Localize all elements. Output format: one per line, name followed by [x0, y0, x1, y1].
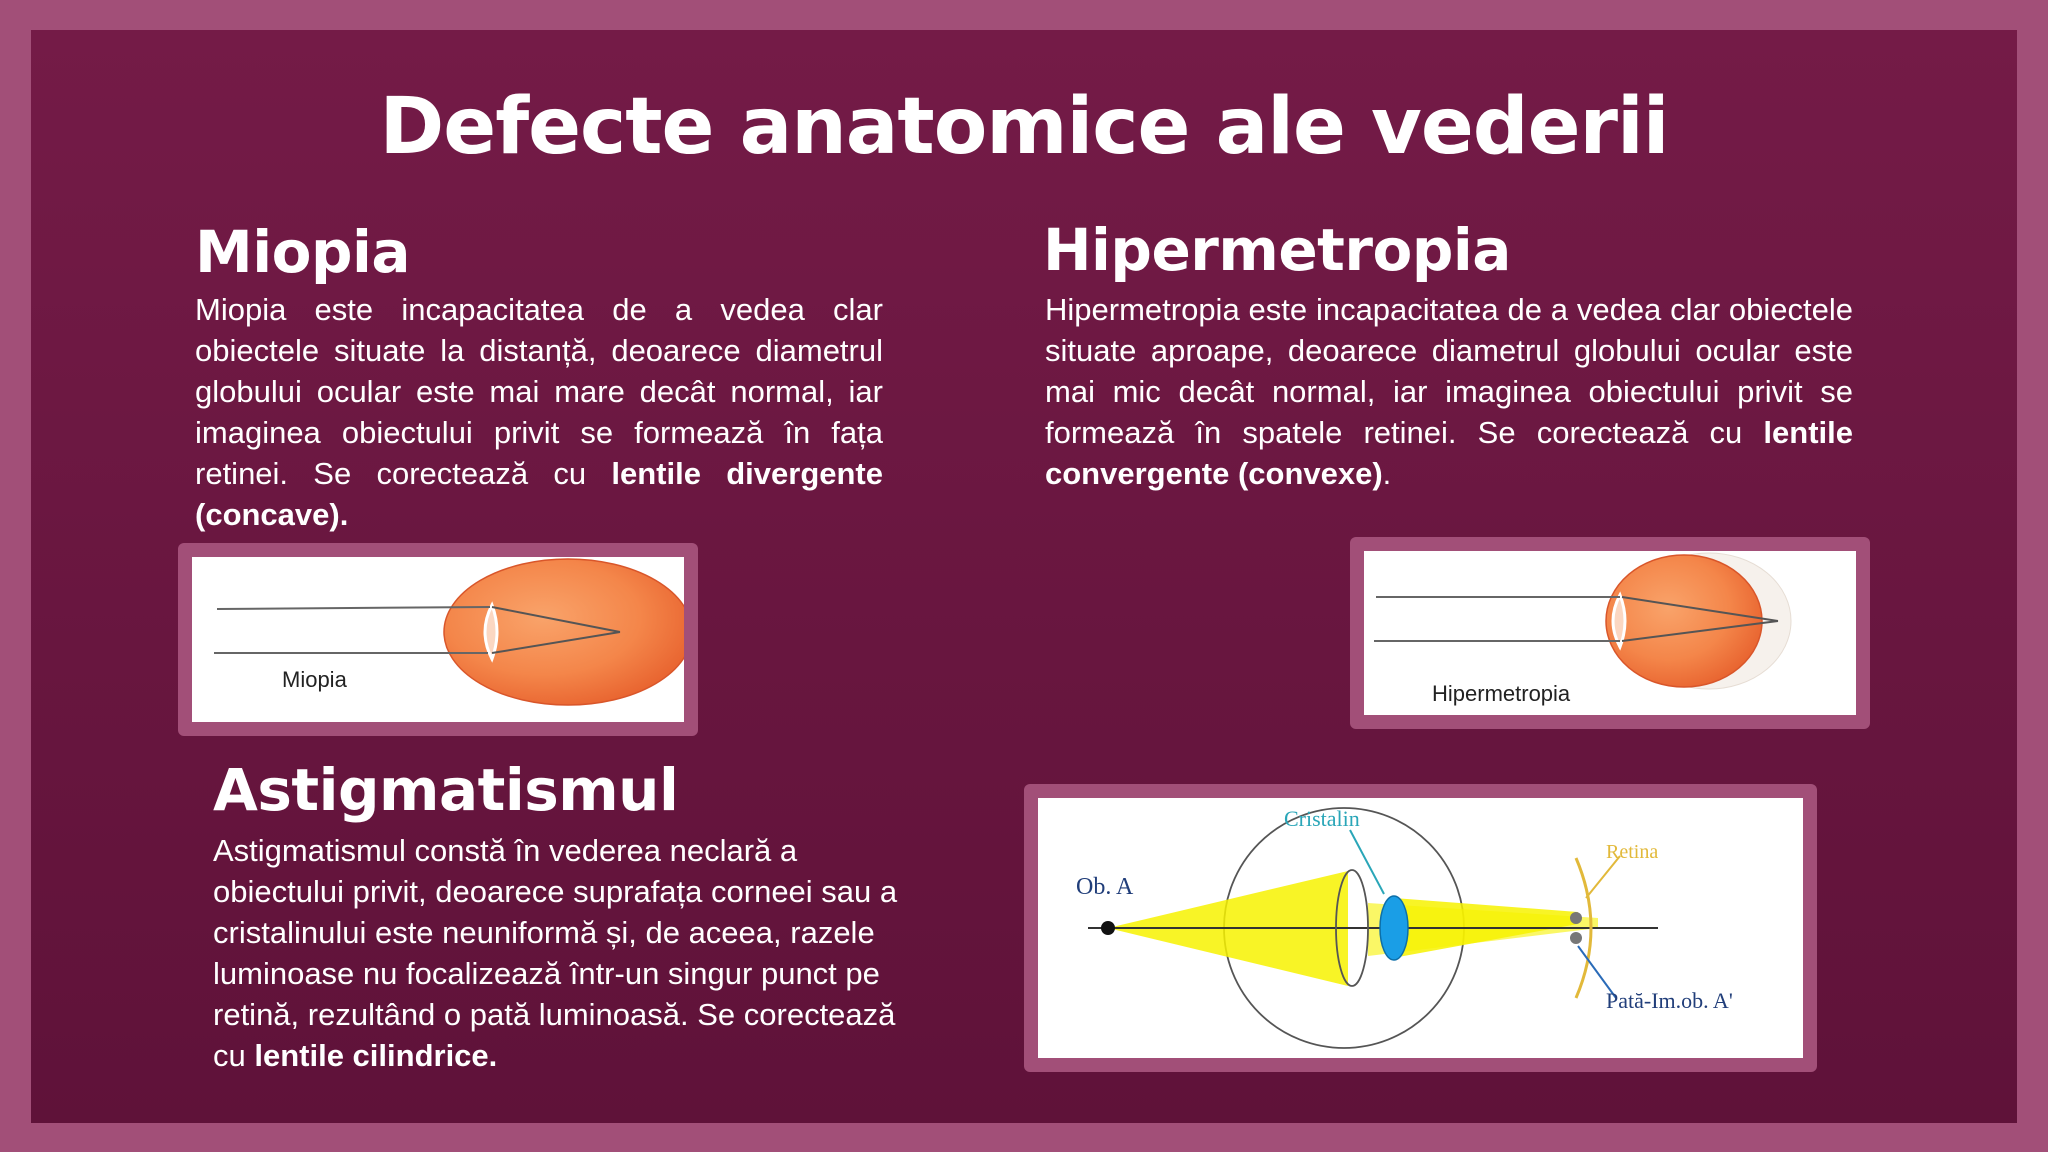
astigmatismul-correction: lentile cilindrice.	[254, 1038, 498, 1073]
cristalin-label: Cristalin	[1284, 806, 1360, 831]
object-label: Ob. A	[1076, 874, 1134, 900]
hipermetropia-heading: Hipermetropia	[1043, 216, 1511, 284]
retina-label: Retina	[1606, 841, 1658, 863]
image-spot-label: Pată-Im.ob. A'	[1606, 988, 1733, 1013]
astigmatism-image-frame: Cristalin Retina Ob. A Pată-Im.ob. A'	[1024, 784, 1817, 1072]
miopia-heading: Miopia	[195, 218, 410, 286]
miopia-text: Miopia este incapacitatea de a vedea cla…	[195, 289, 883, 535]
image-spot-icon	[1570, 912, 1582, 924]
hipermetropia-eyeball-icon	[1605, 554, 1763, 688]
page-title: Defecte anatomice ale vederii	[379, 82, 1670, 172]
hipermetropia-eye-diagram: Hipermetropia	[1374, 552, 1792, 706]
miopia-correction: lentile divergente (concave).	[195, 456, 884, 532]
hipermetropia-text-tail: .	[1382, 456, 1392, 491]
hipermetropia-image: Hipermetropia	[1364, 551, 1856, 715]
miopia-eye-diagram: Miopia	[214, 558, 684, 706]
cristalin-lens-icon	[1379, 895, 1409, 961]
astigmatism-diagram: Cristalin Retina Ob. A Pată-Im.ob. A'	[1076, 806, 1733, 1049]
hipermetropia-text: Hipermetropia este incapacitatea de a ve…	[1045, 289, 1853, 494]
miopia-image-frame: Miopia	[178, 543, 698, 736]
astigmatismul-text-body: Astigmatismul constă în vederea neclară …	[213, 833, 898, 1073]
hipermetropia-text-body: Hipermetropia este incapacitatea de a ve…	[1045, 292, 1853, 450]
object-point-icon	[1101, 921, 1115, 935]
miopia-image: Miopia	[192, 557, 684, 722]
astigmatismul-text: Astigmatismul constă în vederea neclară …	[213, 830, 913, 1076]
miopia-eyeball-icon	[443, 558, 684, 706]
miopia-text-body: Miopia este incapacitatea de a vedea cla…	[195, 292, 883, 491]
astigmatism-image: Cristalin Retina Ob. A Pată-Im.ob. A'	[1038, 798, 1803, 1058]
hipermetropia-correction: lentile convergente (convexe)	[1045, 415, 1853, 491]
miopia-image-label: Miopia	[282, 667, 348, 692]
astigmatismul-heading: Astigmatismul	[213, 756, 679, 824]
hipermetropia-image-frame: Hipermetropia	[1350, 537, 1870, 729]
hipermetropia-image-label: Hipermetropia	[1432, 681, 1571, 706]
